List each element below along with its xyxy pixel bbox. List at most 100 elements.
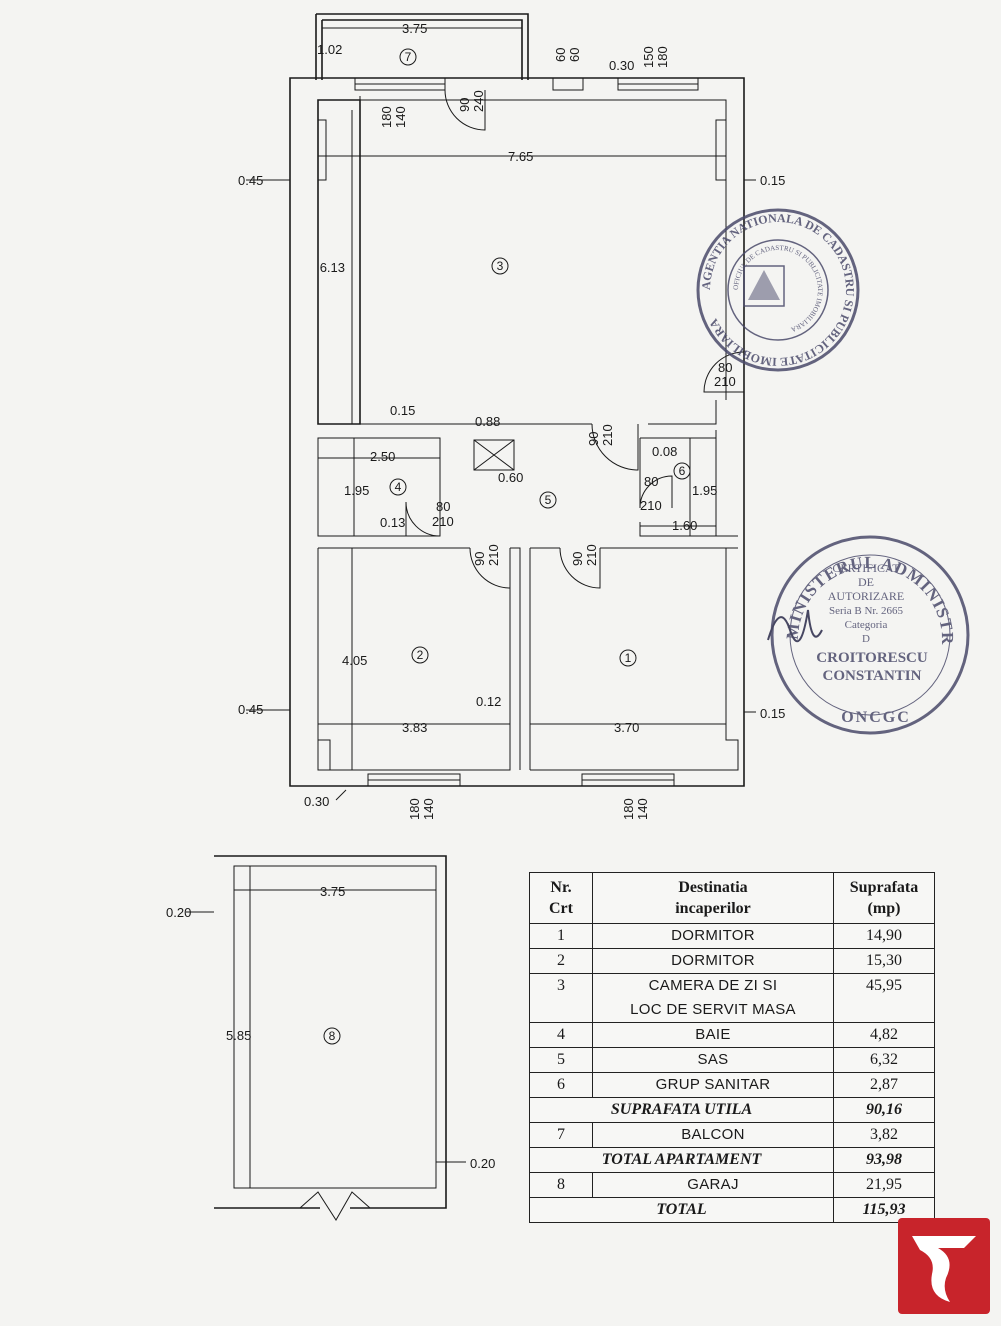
bottom-window1-140: 140 <box>421 798 436 820</box>
bath-height-label: 1.95 <box>344 483 369 498</box>
top-label-150: 150 <box>641 46 656 68</box>
room-3-circle <box>491 257 509 275</box>
header-area: Suprafata(mp) <box>833 872 935 924</box>
room-7-number: 7 <box>405 50 412 64</box>
top-label-030: 0.30 <box>609 58 634 73</box>
wc-door-80: 80 <box>644 474 658 489</box>
coat-of-arms-icon <box>743 265 785 307</box>
room-7-circle <box>399 48 417 66</box>
bird-logo-icon <box>912 1236 976 1302</box>
cadastre-stamp-ring: AGENTIA NATIONALA DE CADASTRU SI PUBLICI… <box>699 211 857 369</box>
left-offset-bottom: 0.45 <box>238 702 263 717</box>
garage-width-label: 3.75 <box>320 884 345 899</box>
top-label-60a: 60 <box>553 48 568 62</box>
stamp-line-5: Categoria <box>845 619 888 631</box>
svg-text:AGENTIA NATIONALA DE CADASTRU: AGENTIA NATIONALA DE CADASTRU SI PUBLICI… <box>699 211 857 369</box>
stamp-line-4: Seria B Nr. 2665 <box>829 605 903 617</box>
bed2-door-90: 90 <box>472 552 487 566</box>
sas-sub-060: 0.60 <box>498 470 523 485</box>
balcony-depth-label: 1.02 <box>317 42 342 57</box>
wc-width-label: 1.60 <box>672 518 697 533</box>
balcony-door-240: 240 <box>471 90 486 112</box>
bath-offset-013: 0.13 <box>380 515 405 530</box>
stamp-line-2: DE <box>858 575 874 589</box>
living-height-label: 6.13 <box>320 260 345 275</box>
sas-door-90: 90 <box>586 432 601 446</box>
stamp-name-2: CONSTANTIN <box>823 668 922 684</box>
stamp-bottom: ONCGC <box>841 709 911 726</box>
balcony-outline <box>315 13 529 80</box>
bed2-door-210: 210 <box>486 544 501 566</box>
balcony-door-90: 90 <box>457 98 472 112</box>
wc-height-label: 1.95 <box>692 483 717 498</box>
top-windows <box>354 77 699 91</box>
bath-width-label: 2.50 <box>370 449 395 464</box>
sas-door-210: 210 <box>600 424 615 446</box>
bath-door-80: 80 <box>436 499 450 514</box>
svg-text:OFICIUL DE CADASTRU SI PUBLICI: OFICIUL DE CADASTRU SI PUBLICITATE IMOBI… <box>732 244 824 334</box>
stamp-line-1: CERTIFICAT <box>832 561 900 575</box>
apartment-outline <box>289 77 745 787</box>
garage-right-offset: 0.20 <box>470 1156 495 1171</box>
bottom-window1-180: 180 <box>407 798 422 820</box>
signature-mark <box>767 609 823 643</box>
sas-offset-015: 0.15 <box>390 403 415 418</box>
wc-offset-008: 0.08 <box>652 444 677 459</box>
garage-top-offset: 0.20 <box>166 905 191 920</box>
room-4-circle <box>389 478 407 496</box>
room-3-number: 3 <box>497 259 504 273</box>
ventilation-shaft <box>473 439 515 471</box>
room-5-circle <box>539 491 557 509</box>
cadastre-stamp-inner: OFICIUL DE CADASTRU SI PUBLICITATE IMOBI… <box>732 244 824 334</box>
vent-width-088: 0.88 <box>475 414 500 429</box>
header-nr: Nr.Crt <box>529 872 593 924</box>
right-offset-bottom: 0.15 <box>760 706 785 721</box>
living-door-80: 80 <box>718 360 732 375</box>
bed1-width-label: 3.70 <box>614 720 639 735</box>
bed1-door-90: 90 <box>570 552 585 566</box>
room-5-number: 5 <box>545 493 552 507</box>
room-1-number: 1 <box>625 651 632 665</box>
garage-outline <box>186 855 466 1221</box>
cadastre-stamp: AGENTIA NATIONALA DE CADASTRU SI PUBLICI… <box>696 208 860 372</box>
top-window-180: 180 <box>379 106 394 128</box>
left-offset-top: 0.45 <box>238 173 263 188</box>
bed1-door-210: 210 <box>584 544 599 566</box>
garage-height-label: 5.85 <box>226 1028 251 1043</box>
balcony-width-label: 3.75 <box>402 21 427 36</box>
bed2-wall-012: 0.12 <box>476 694 501 709</box>
top-label-180: 180 <box>655 46 670 68</box>
bed2-height-label: 4.05 <box>342 653 367 668</box>
door-swings <box>405 89 745 589</box>
wc-door-210: 210 <box>640 498 662 513</box>
top-label-60b: 60 <box>567 48 582 62</box>
brand-logo <box>898 1218 990 1314</box>
dimension-lines <box>246 110 756 801</box>
room-2-circle <box>411 646 429 664</box>
room-2-number: 2 <box>417 648 424 662</box>
stamp-line-6: D <box>862 633 870 645</box>
bottom-window2-140: 140 <box>635 798 650 820</box>
bottom-offset-030: 0.30 <box>304 794 329 809</box>
room-8-number: 8 <box>329 1029 336 1043</box>
stamp-line-3: AUTORIZARE <box>828 589 904 603</box>
room-1-circle <box>619 649 637 667</box>
room-4-number: 4 <box>395 480 402 494</box>
living-width-label: 7.65 <box>508 149 533 164</box>
bed2-width-label: 3.83 <box>402 720 427 735</box>
top-window-140: 140 <box>393 106 408 128</box>
bottom-windows <box>367 773 675 787</box>
right-offset-top: 0.15 <box>760 173 785 188</box>
